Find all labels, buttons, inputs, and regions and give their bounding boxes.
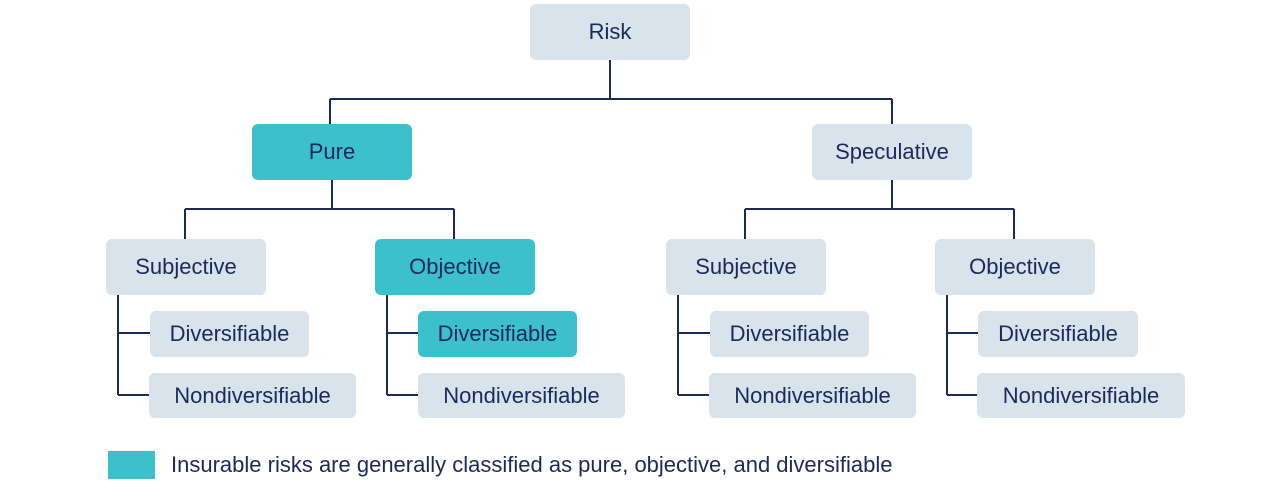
legend-swatch	[108, 451, 155, 479]
node-pure-subjective-diversifiable: Diversifiable	[150, 311, 309, 357]
legend-text: Insurable risks are generally classified…	[171, 452, 893, 477]
node-speculative-subjective: Subjective	[666, 239, 826, 295]
node-pure-subjective: Subjective	[106, 239, 266, 295]
node-risk: Risk	[530, 4, 690, 60]
node-pure: Pure	[252, 124, 412, 180]
node-speculative: Speculative	[812, 124, 972, 180]
node-speculative-subjective-diversifiable: Diversifiable	[710, 311, 869, 357]
node-speculative-objective-nondiversifiable: Nondiversifiable	[977, 373, 1185, 418]
node-pure-subjective-nondiversifiable: Nondiversifiable	[149, 373, 356, 418]
node-pure-objective-diversifiable: Diversifiable	[418, 311, 577, 357]
node-speculative-subjective-nondiversifiable: Nondiversifiable	[709, 373, 916, 418]
node-pure-objective-nondiversifiable: Nondiversifiable	[418, 373, 625, 418]
node-speculative-objective-diversifiable: Diversifiable	[978, 311, 1138, 357]
node-pure-objective: Objective	[375, 239, 535, 295]
node-speculative-objective: Objective	[935, 239, 1095, 295]
